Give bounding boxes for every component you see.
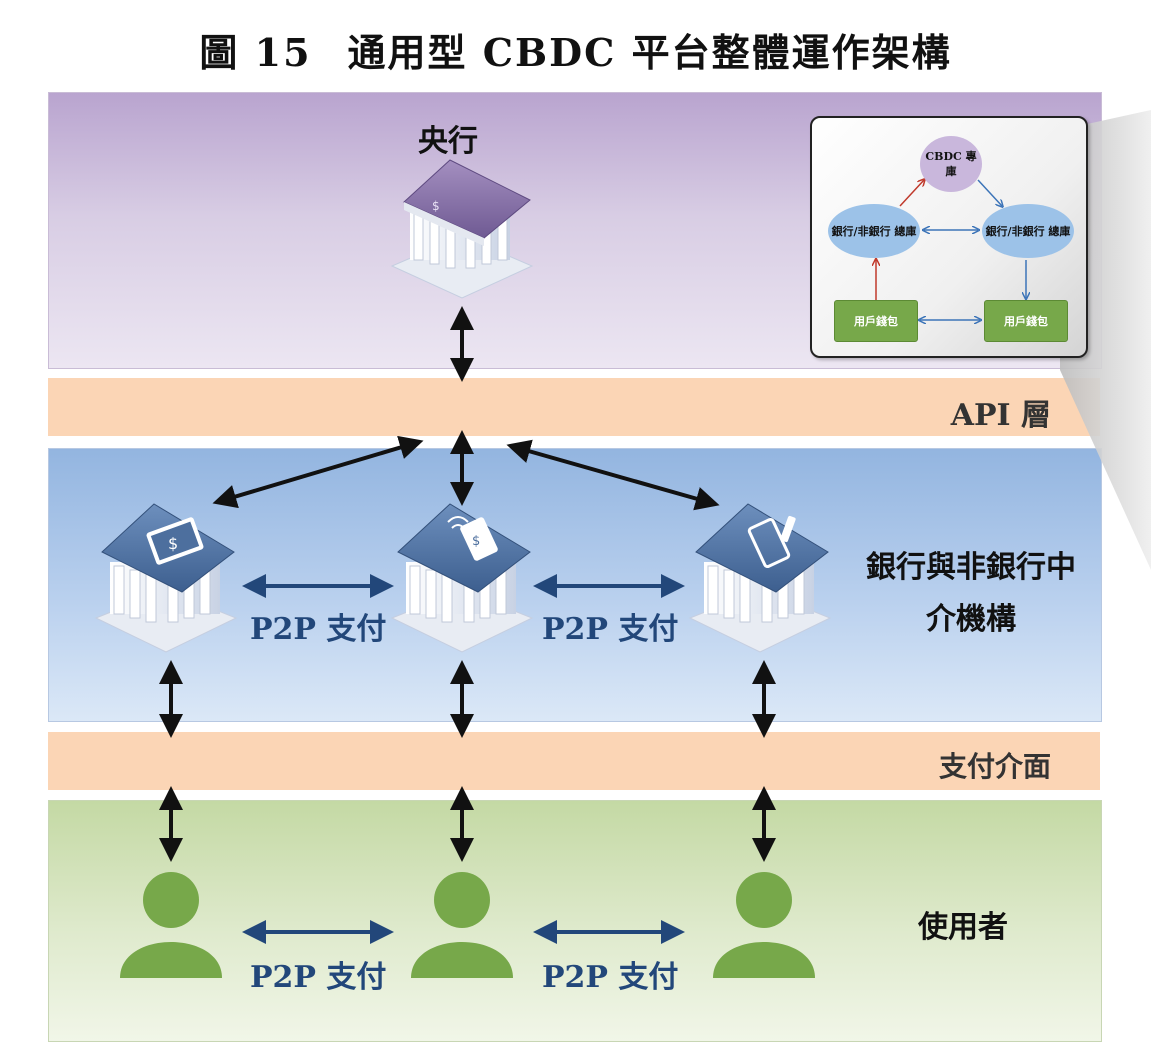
p2p-label-user-1: P2P 支付 [250, 960, 387, 995]
api-layer-label: API 層 [950, 398, 1051, 433]
p2p-label-user-2: P2P 支付 [542, 960, 679, 995]
ledger-node-left: 銀行/非銀行 總庫 [828, 204, 920, 258]
bank-phone-icon [688, 503, 832, 653]
figure-number: 圖 15 [199, 30, 312, 75]
p2p-label-bank-2: P2P 支付 [542, 612, 679, 647]
ledger-node-right: 銀行/非銀行 總庫 [982, 204, 1074, 258]
inset-ledger-diagram: CBDC 專庫 銀行/非銀行 總庫 銀行/非銀行 總庫 用戶錢包 用戶錢包 [810, 116, 1088, 358]
figure-title: 圖 15 通用型 CBDC 平台整體運作架構 [0, 22, 1151, 77]
payment-interface-label: 支付介面 [938, 750, 1051, 783]
inset-arrow-cbdc-to-right [977, 179, 1002, 206]
cbdc-database-node: CBDC 專庫 [920, 136, 982, 192]
wallet-node-right: 用戶錢包 [984, 300, 1068, 342]
user-layer [48, 800, 1102, 1042]
person-icon [411, 872, 513, 978]
bank-building-icon: $ [390, 159, 534, 299]
payment-interface-layer [48, 732, 1100, 790]
bank-card-tap-icon: $ [390, 503, 534, 653]
arrow-api-right [506, 439, 720, 511]
users-label: 使用者 [918, 910, 1008, 945]
svg-text:$: $ [168, 534, 178, 553]
figure-title-text: 通用型 CBDC 平台整體運作架構 [347, 30, 952, 75]
bank-monitor-dollar-icon: $ [94, 503, 238, 653]
wallet-node-left: 用戶錢包 [834, 300, 918, 342]
intermediary-label: 銀行與非銀行中介機構 [866, 550, 1076, 637]
p2p-label-bank-1: P2P 支付 [250, 612, 387, 647]
svg-text:$: $ [432, 199, 440, 213]
person-icon [120, 872, 222, 978]
central-bank-label: 央行 [418, 124, 478, 159]
svg-text:$: $ [472, 534, 480, 549]
arrow-api-left [212, 435, 424, 509]
inset-arrow-left-to-cbdc [899, 180, 924, 207]
person-icon [713, 872, 815, 978]
api-layer [48, 378, 1100, 436]
